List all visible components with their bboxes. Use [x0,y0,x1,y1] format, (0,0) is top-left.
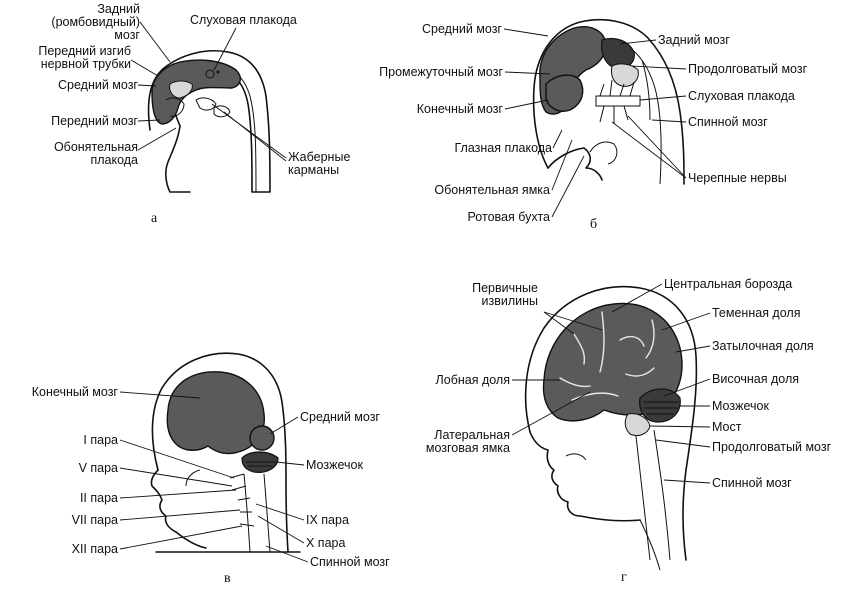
panel-a-leaders [130,21,287,162]
panel-v: Конечный мозг I пара V пара II пара VII … [32,352,390,586]
label-g-cerebellum: Мозжечок [712,399,769,413]
label-b-hindbrain: Задний мозг [658,33,730,47]
label-b-midbrain: Средний мозг [422,22,502,36]
panel-b-embryo [532,18,685,185]
panel-g-letter: г [621,570,627,585]
label-a-midbrain: Средний мозг [58,78,138,92]
label-a-hindbrain: Задний(ромбовидный)мозг [51,2,140,42]
label-g-medulla: Продолговатый мозг [712,440,832,454]
panel-a: Задний(ромбовидный)мозг Слуховая плакода… [38,2,350,226]
label-a-forebrain: Передний мозг [51,114,138,128]
label-v-n5: V пара [79,461,118,475]
label-v-telencephalon: Конечный мозг [32,385,119,399]
label-b-otic: Слуховая плакода [688,89,795,103]
panel-b-leaders [503,28,687,218]
label-b-diencephalon: Промежуточный мозг [379,65,503,79]
panel-v-letter: в [224,571,231,586]
label-v-n1: I пара [83,433,118,447]
label-v-n7: VII пара [72,513,118,527]
panel-b: Средний мозг Промежуточный мозг Конечный… [379,18,808,232]
label-g-pons: Мост [712,420,742,434]
label-v-cerebellum: Мозжечок [306,458,363,472]
label-v-n12: XII пара [72,542,118,556]
label-b-medulla: Продолговатый мозг [688,62,808,76]
panel-g-fetus [524,285,698,571]
panel-v-fetus [150,352,301,553]
panel-a-letter: а [151,211,158,226]
label-g-parietal: Теменная доля [712,306,800,320]
label-v-n10: X пара [306,536,345,550]
label-v-midbrain: Средний мозг [300,410,380,424]
label-g-frontal: Лобная доля [436,373,510,387]
label-b-olfactory-pit: Обонятельная ямка [434,183,550,197]
label-v-spinal: Спинной мозг [310,555,390,569]
panel-g-leaders [511,283,711,484]
panel-a-embryo [147,49,271,193]
label-v-n9: IX пара [306,513,349,527]
panel-b-letter: б [590,217,597,232]
label-g-spinal: Спинной мозг [712,476,792,490]
label-a-otic: Слуховая плакода [190,13,297,27]
panel-v-leaders [119,391,309,563]
label-b-optic: Глазная плакода [454,141,552,155]
label-v-n2: II пара [80,491,118,505]
label-g-temporal: Височная доля [712,372,799,386]
label-b-stomodeum: Ротовая бухта [468,210,551,224]
label-b-telencephalon: Конечный мозг [417,102,504,116]
label-b-cranial-nerves: Черепные нервы [688,171,787,185]
label-b-spinal: Спинной мозг [688,115,768,129]
label-g-central-sulcus: Центральная борозда [664,277,792,291]
label-g-occipital: Затылочная доля [712,339,814,353]
